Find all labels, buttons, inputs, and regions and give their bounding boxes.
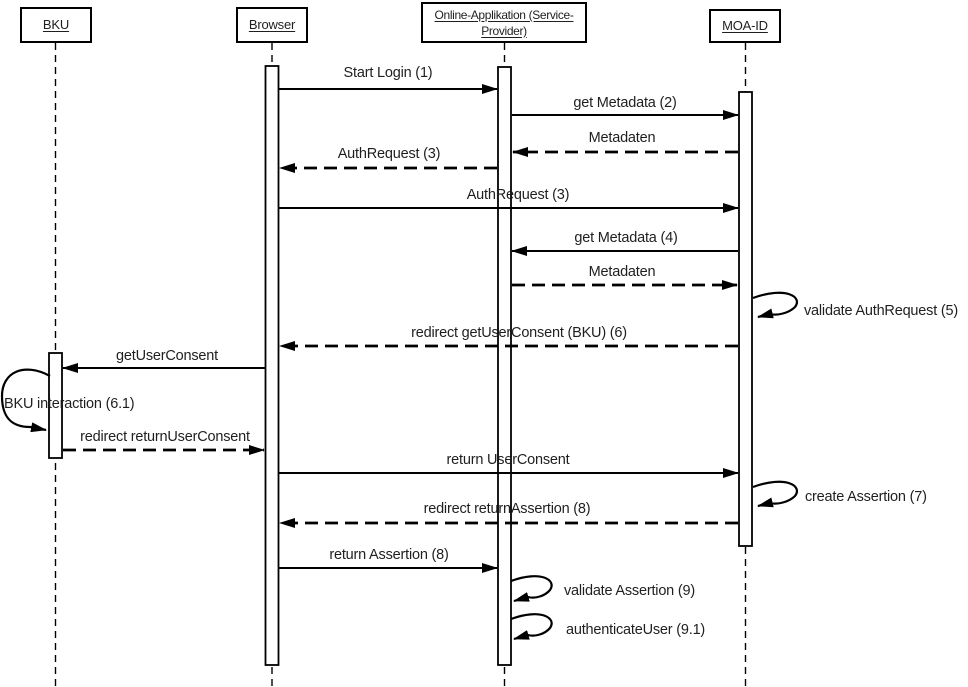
actor-box-bku: BKU [20, 7, 92, 43]
message-label-get-metadata-4: get Metadata (4) [574, 230, 678, 246]
message-label-redirect-getuserconsent-6: redirect getUserConsent (BKU) (6) [411, 325, 627, 341]
actor-label-service-provider-line2: Provider) [481, 23, 527, 38]
message-label-create-assertion-7: create Assertion (7) [805, 489, 927, 505]
message-label-get-metadata-2: get Metadata (2) [573, 95, 677, 111]
actor-label-service-provider-line1: Online-Applikation (Service- [434, 7, 574, 22]
actor-label-browser: Browser [248, 17, 296, 32]
message-label-authrequest-3: AuthRequest (3) [466, 187, 570, 203]
message-label-bku-interaction-6-1: BKU interaction (6.1) [4, 396, 135, 412]
message-label-authrequest-3-return: AuthRequest (3) [337, 146, 441, 162]
arrow-bku-interaction-6-1-self-loop [0, 368, 51, 433]
message-label-redirect-returnuserconsent: redirect returnUserConsent [80, 429, 250, 445]
actor-box-browser: Browser [236, 7, 308, 43]
message-label-getuserconsent: getUserConsent [116, 348, 218, 364]
activation-bar-bku [48, 352, 63, 459]
message-label-return-assertion-8: return Assertion (8) [329, 547, 449, 563]
arrow-authenticateuser-9-1-self-loop [510, 613, 553, 641]
activation-bar-service-provider [497, 66, 512, 666]
message-label-return-userconsent: return UserConsent [446, 452, 570, 468]
message-label-authenticateuser-9-1: authenticateUser (9.1) [566, 622, 706, 638]
actor-label-moaid: MOA-ID [722, 18, 768, 33]
message-label-start-login: Start Login (1) [343, 65, 433, 81]
message-label-metadaten-1: Metadaten [588, 130, 656, 146]
message-label-validate-assertion-9: validate Assertion (9) [564, 583, 695, 599]
actor-box-moaid: MOA-ID [709, 9, 781, 43]
arrow-create-assertion-7-self-loop [752, 480, 798, 508]
arrow-validate-assertion-9-self-loop [510, 575, 553, 603]
actor-box-service-provider: Online-Applikation (Service- Provider) [421, 2, 587, 43]
actor-label-bku: BKU [42, 17, 70, 32]
arrow-validate-authrequest-5-self-loop [752, 291, 798, 319]
message-label-metadaten-2: Metadaten [588, 264, 656, 280]
message-label-redirect-returnassertion-8: redirect returnAssertion (8) [423, 501, 591, 517]
activation-bar-browser [264, 65, 280, 666]
message-label-validate-authrequest-5: validate AuthRequest (5) [804, 303, 958, 319]
activation-bar-moaid [738, 91, 753, 547]
